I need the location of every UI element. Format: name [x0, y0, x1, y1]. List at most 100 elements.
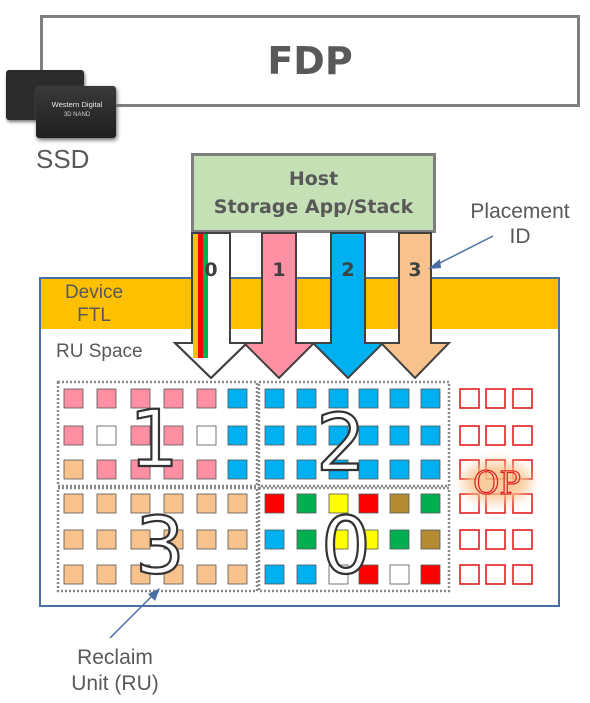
- ru-number-1: 1: [129, 395, 179, 485]
- ru-cell-white: [96, 425, 117, 446]
- ru-cell-blue: [264, 388, 285, 409]
- op-label: OP: [473, 464, 521, 502]
- ru-cell-orange: [63, 529, 84, 550]
- reclaim-unit-outline: [257, 380, 451, 488]
- placement-arrow-2: 2: [310, 232, 386, 380]
- ru-cell-orange: [227, 564, 248, 585]
- ru-cell-pink: [196, 388, 217, 409]
- ru-cell-red: [264, 493, 285, 514]
- chip-brand-text: Western Digital: [51, 100, 103, 109]
- fdp-title: FDP: [267, 39, 353, 83]
- ru-cell-pink: [63, 388, 84, 409]
- ru-cell-blue: [328, 388, 349, 409]
- placement-id-2: 2: [341, 259, 354, 281]
- ru-cell-yellow: [328, 529, 349, 550]
- placement-arrow-1: 1: [241, 232, 317, 380]
- ru-cell-pink: [163, 388, 184, 409]
- ru-cell-green: [420, 493, 441, 514]
- ru-cell-orange: [163, 493, 184, 514]
- ru-cell-white: [196, 425, 217, 446]
- ru-cell-pink: [96, 459, 117, 480]
- ru-cell-blue: [389, 388, 410, 409]
- op-cell: [512, 529, 533, 550]
- ru-cell-white: [328, 564, 349, 585]
- ru-cell-blue: [420, 388, 441, 409]
- ru-cell-brown: [420, 529, 441, 550]
- fdp-title-box: FDP: [40, 15, 580, 107]
- ru-cell-blue: [296, 564, 317, 585]
- op-glow: [463, 462, 531, 502]
- ru-number-2: 2: [316, 399, 366, 489]
- op-cell: [459, 529, 480, 550]
- op-cell: [459, 493, 480, 514]
- placement-arrow-0: 0: [172, 232, 250, 380]
- ru-cell-orange: [196, 564, 217, 585]
- ru-cell-red: [420, 564, 441, 585]
- ru-cell-green: [389, 529, 410, 550]
- ru-cell-orange: [163, 529, 184, 550]
- ru-cell-blue: [296, 459, 317, 480]
- ru-cell-blue: [296, 388, 317, 409]
- ru-cell-blue: [358, 388, 379, 409]
- ru-cell-blue: [328, 425, 349, 446]
- host-box: Host Storage App/Stack: [191, 153, 436, 233]
- ru-cell-pink: [163, 459, 184, 480]
- ru-cell-blue: [227, 388, 248, 409]
- reclaim-unit-outline: [257, 486, 451, 593]
- ru-cell-pink: [63, 425, 84, 446]
- ru-cell-blue: [264, 459, 285, 480]
- ru-cell-blue: [420, 459, 441, 480]
- chip-type-text: 3D NAND: [63, 112, 91, 118]
- ru-cell-orange: [196, 493, 217, 514]
- placement-id-callout-arrow: [428, 235, 494, 269]
- ssd-chip-icon: Western Digital 3D NAND: [6, 70, 116, 142]
- ru-cell-pink: [130, 425, 151, 446]
- ru-cell-pink: [96, 388, 117, 409]
- op-cell: [485, 529, 506, 550]
- placement-id-3: 3: [408, 259, 421, 281]
- ru-number-0: 0: [321, 502, 371, 592]
- reclaim-unit-label: Reclaim Unit (RU): [50, 645, 180, 697]
- op-cell: [512, 388, 533, 409]
- ru-cell-blue: [264, 529, 285, 550]
- reclaim-unit-outline: [56, 380, 259, 488]
- ru-cell-yellow: [328, 493, 349, 514]
- ru-cell-orange: [227, 493, 248, 514]
- device-ftl-label: Device FTL: [54, 281, 134, 327]
- device-ftl-line1: Device: [64, 282, 124, 303]
- reclaim-line2: Unit (RU): [71, 672, 159, 695]
- ru-cell-red: [358, 564, 379, 585]
- ru-cell-orange: [130, 493, 151, 514]
- ru-cell-blue: [389, 459, 410, 480]
- ssd-label: SSD: [36, 144, 90, 174]
- ru-space-label: RU Space: [56, 341, 143, 362]
- ru-cell-pink: [196, 459, 217, 480]
- ru-cell-blue: [227, 425, 248, 446]
- op-cell: [459, 564, 480, 585]
- ru-cell-orange: [96, 564, 117, 585]
- ru-cell-orange: [63, 564, 84, 585]
- ru-cell-blue: [264, 564, 285, 585]
- ru-cell-orange: [96, 493, 117, 514]
- ru-cell-orange: [163, 564, 184, 585]
- placement-id-1: 1: [272, 259, 285, 281]
- ru-cell-yellow: [358, 529, 379, 550]
- ru-number-3: 3: [135, 502, 185, 592]
- op-cell: [485, 564, 506, 585]
- ru-cell-pink: [130, 459, 151, 480]
- ru-cell-white: [389, 564, 410, 585]
- ru-cell-orange: [63, 459, 84, 480]
- ru-cell-orange: [63, 493, 84, 514]
- ru-cell-blue: [358, 425, 379, 446]
- ru-cell-green: [296, 529, 317, 550]
- op-cell: [485, 388, 506, 409]
- ru-cell-blue: [389, 425, 410, 446]
- ru-cell-blue: [358, 459, 379, 480]
- ru-cell-orange: [196, 529, 217, 550]
- ru-cell-orange: [96, 529, 117, 550]
- placement-id-label: Placement ID: [455, 199, 585, 249]
- op-cell: [512, 425, 533, 446]
- op-cell: [459, 388, 480, 409]
- placement-id-0: 0: [204, 259, 217, 281]
